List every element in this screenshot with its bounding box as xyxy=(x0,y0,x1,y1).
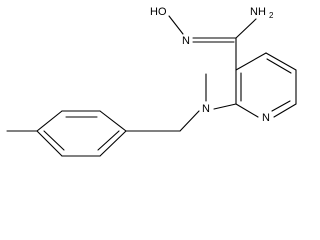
oxime-nitrogen-label: N xyxy=(182,35,190,47)
ring-bond-c6-n1 xyxy=(273,103,297,118)
tolyl-ring xyxy=(6,110,127,157)
bond-amidine-carbon-nh2 xyxy=(235,18,257,39)
ring-nitrogen-label: N xyxy=(262,112,270,124)
ring-bond-c4-c5 xyxy=(265,52,297,71)
ring-bond-c6-n1-inner xyxy=(271,100,291,112)
tolyl-bond-inner-b xyxy=(43,130,65,151)
pyridine-ring xyxy=(235,52,297,118)
tolyl-bond-3 xyxy=(36,110,63,132)
tertiary-amine-label: N xyxy=(202,103,210,115)
tolyl-bond-4 xyxy=(36,130,63,157)
bond-n-oh xyxy=(168,15,184,35)
tolyl-bond-inner-c xyxy=(97,130,120,151)
ring-bond-c3-c4 xyxy=(235,52,267,71)
amidoxime-group xyxy=(168,15,257,71)
tolyl-bond-1 xyxy=(99,110,127,132)
hydroxyl-label: HO xyxy=(150,6,167,18)
atom-labels: HO N NH 2 N N xyxy=(150,6,274,124)
amine-subscript-label: 2 xyxy=(269,11,274,20)
bond-n-ch2 xyxy=(179,110,200,132)
chemical-structure-diagram: HO N NH 2 N N xyxy=(6,6,297,157)
ring-bond-n1-c2 xyxy=(235,103,259,118)
amine-substituent xyxy=(125,73,237,132)
tolyl-bond-6 xyxy=(99,130,127,157)
ring-bond-c4-c5-inner xyxy=(266,58,292,74)
amine-label: NH xyxy=(250,6,266,18)
bond-c2-n-amine xyxy=(213,103,237,110)
